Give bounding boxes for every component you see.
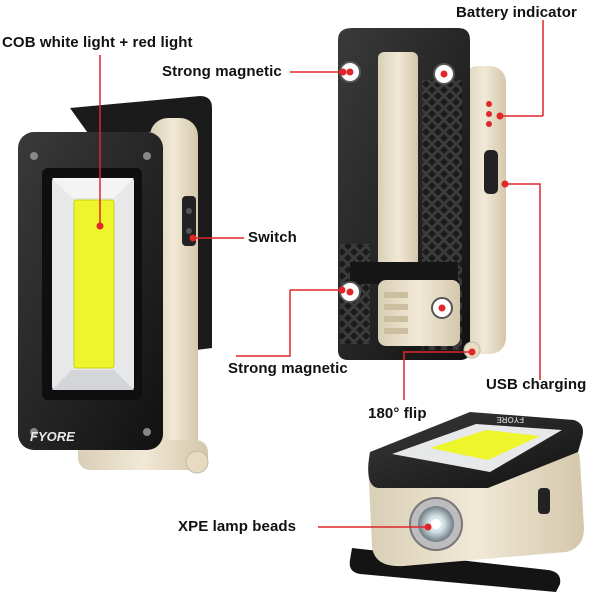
callout-strong-magnetic-top: Strong magnetic xyxy=(162,63,282,80)
callout-battery-indicator: Battery indicator xyxy=(456,4,577,21)
callout-flip: 180° flip xyxy=(368,405,427,422)
back-logo: FYORE xyxy=(496,415,524,424)
callout-switch: Switch xyxy=(248,229,297,246)
bottom-lamp: FYORE xyxy=(349,412,584,592)
brand-logo: FYORE xyxy=(30,429,75,444)
callout-cob-light: COB white light + red light xyxy=(2,34,193,51)
callout-xpe-lamp-beads: XPE lamp beads xyxy=(178,518,297,535)
switch-button xyxy=(182,196,196,246)
hook-plate xyxy=(378,52,418,272)
usb-port xyxy=(484,150,498,194)
cob-led-panel xyxy=(74,200,114,368)
callout-usb-charging: USB charging xyxy=(486,376,587,393)
callout-dots xyxy=(96,68,509,531)
callout-lines xyxy=(99,20,544,528)
front-lamp xyxy=(18,96,212,474)
callout-strong-magnetic-bottom: Strong magnetic xyxy=(228,360,348,377)
back-lamp xyxy=(338,28,506,360)
